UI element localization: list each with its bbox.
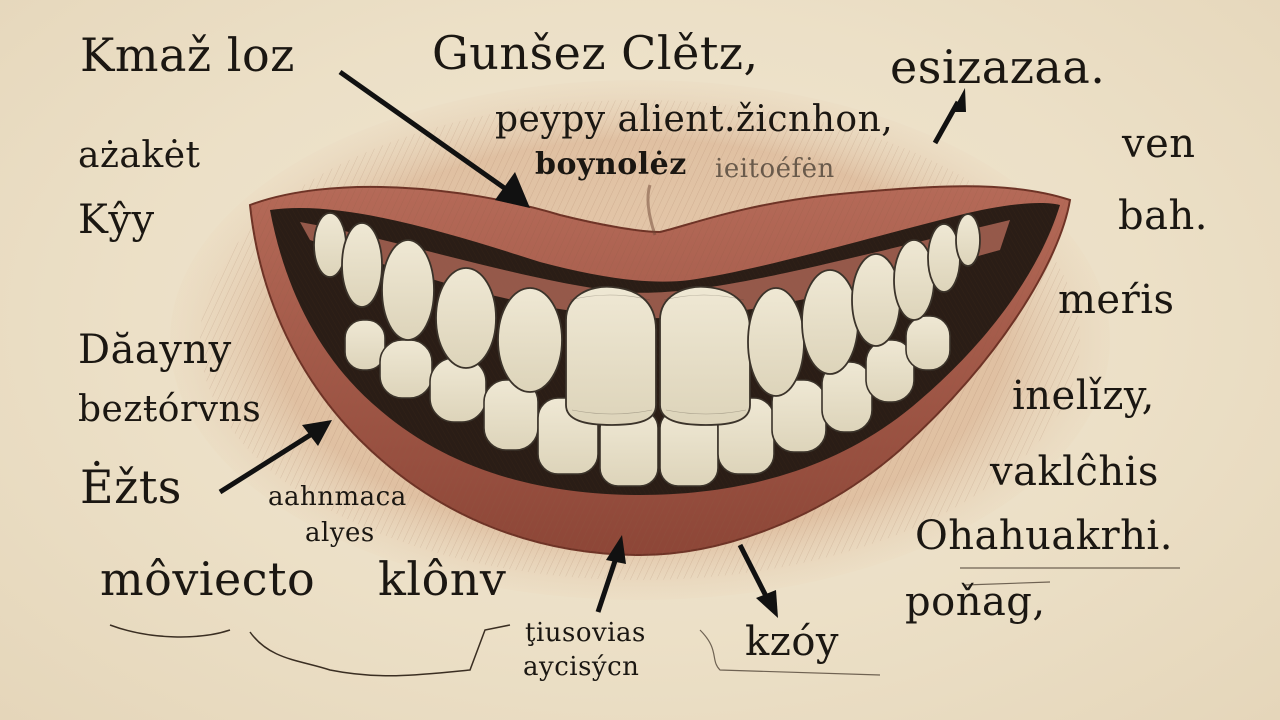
label-bottom-center-2: aycisýcn bbox=[523, 652, 640, 682]
label-right-7: poňag, bbox=[905, 579, 1046, 625]
label-right-2: bah. bbox=[1118, 193, 1208, 239]
label-left-2: Kŷy bbox=[78, 197, 155, 243]
label-bottom-center-1: ţiusovias bbox=[525, 618, 646, 648]
label-top-right: esizazaa. bbox=[890, 40, 1106, 94]
annotation-arrows bbox=[218, 69, 966, 618]
label-left-5: Ėžts bbox=[80, 460, 182, 514]
label-right-3: meŕis bbox=[1058, 277, 1175, 323]
label-bottom-left-2: klônv bbox=[378, 552, 507, 606]
label-top-left: Kmaž loz bbox=[80, 28, 295, 82]
paper-crack-right bbox=[699, 567, 1180, 676]
label-bottom-left: môviecto bbox=[100, 552, 316, 606]
label-upper-lip: boynolėz bbox=[535, 147, 687, 182]
label-upper-lip-faded: ieitoéfėn bbox=[715, 154, 835, 184]
label-left-3: Dăayny bbox=[78, 327, 232, 373]
label-left-1: ażakėt bbox=[78, 135, 201, 176]
upper-teeth bbox=[313, 212, 981, 426]
paper-crack-left bbox=[109, 624, 511, 677]
label-left-4: bezŧórvns bbox=[78, 389, 262, 430]
label-lower-left-small-1: aahnmaca bbox=[268, 482, 407, 512]
label-top-center-sub: peypy alient.žicnhon, bbox=[495, 99, 894, 140]
label-right-6: Ohahuakrhi. bbox=[915, 513, 1173, 559]
label-lower-left-small-2: alyes bbox=[305, 518, 375, 548]
label-right-5: vaklĉhis bbox=[990, 449, 1159, 495]
label-right-4: inelǐzy, bbox=[1012, 373, 1155, 419]
label-bottom-center-right: kzóy bbox=[745, 619, 839, 665]
label-right-1: ven bbox=[1122, 121, 1196, 167]
label-top-center: Gunšez Clětz, bbox=[432, 26, 759, 80]
